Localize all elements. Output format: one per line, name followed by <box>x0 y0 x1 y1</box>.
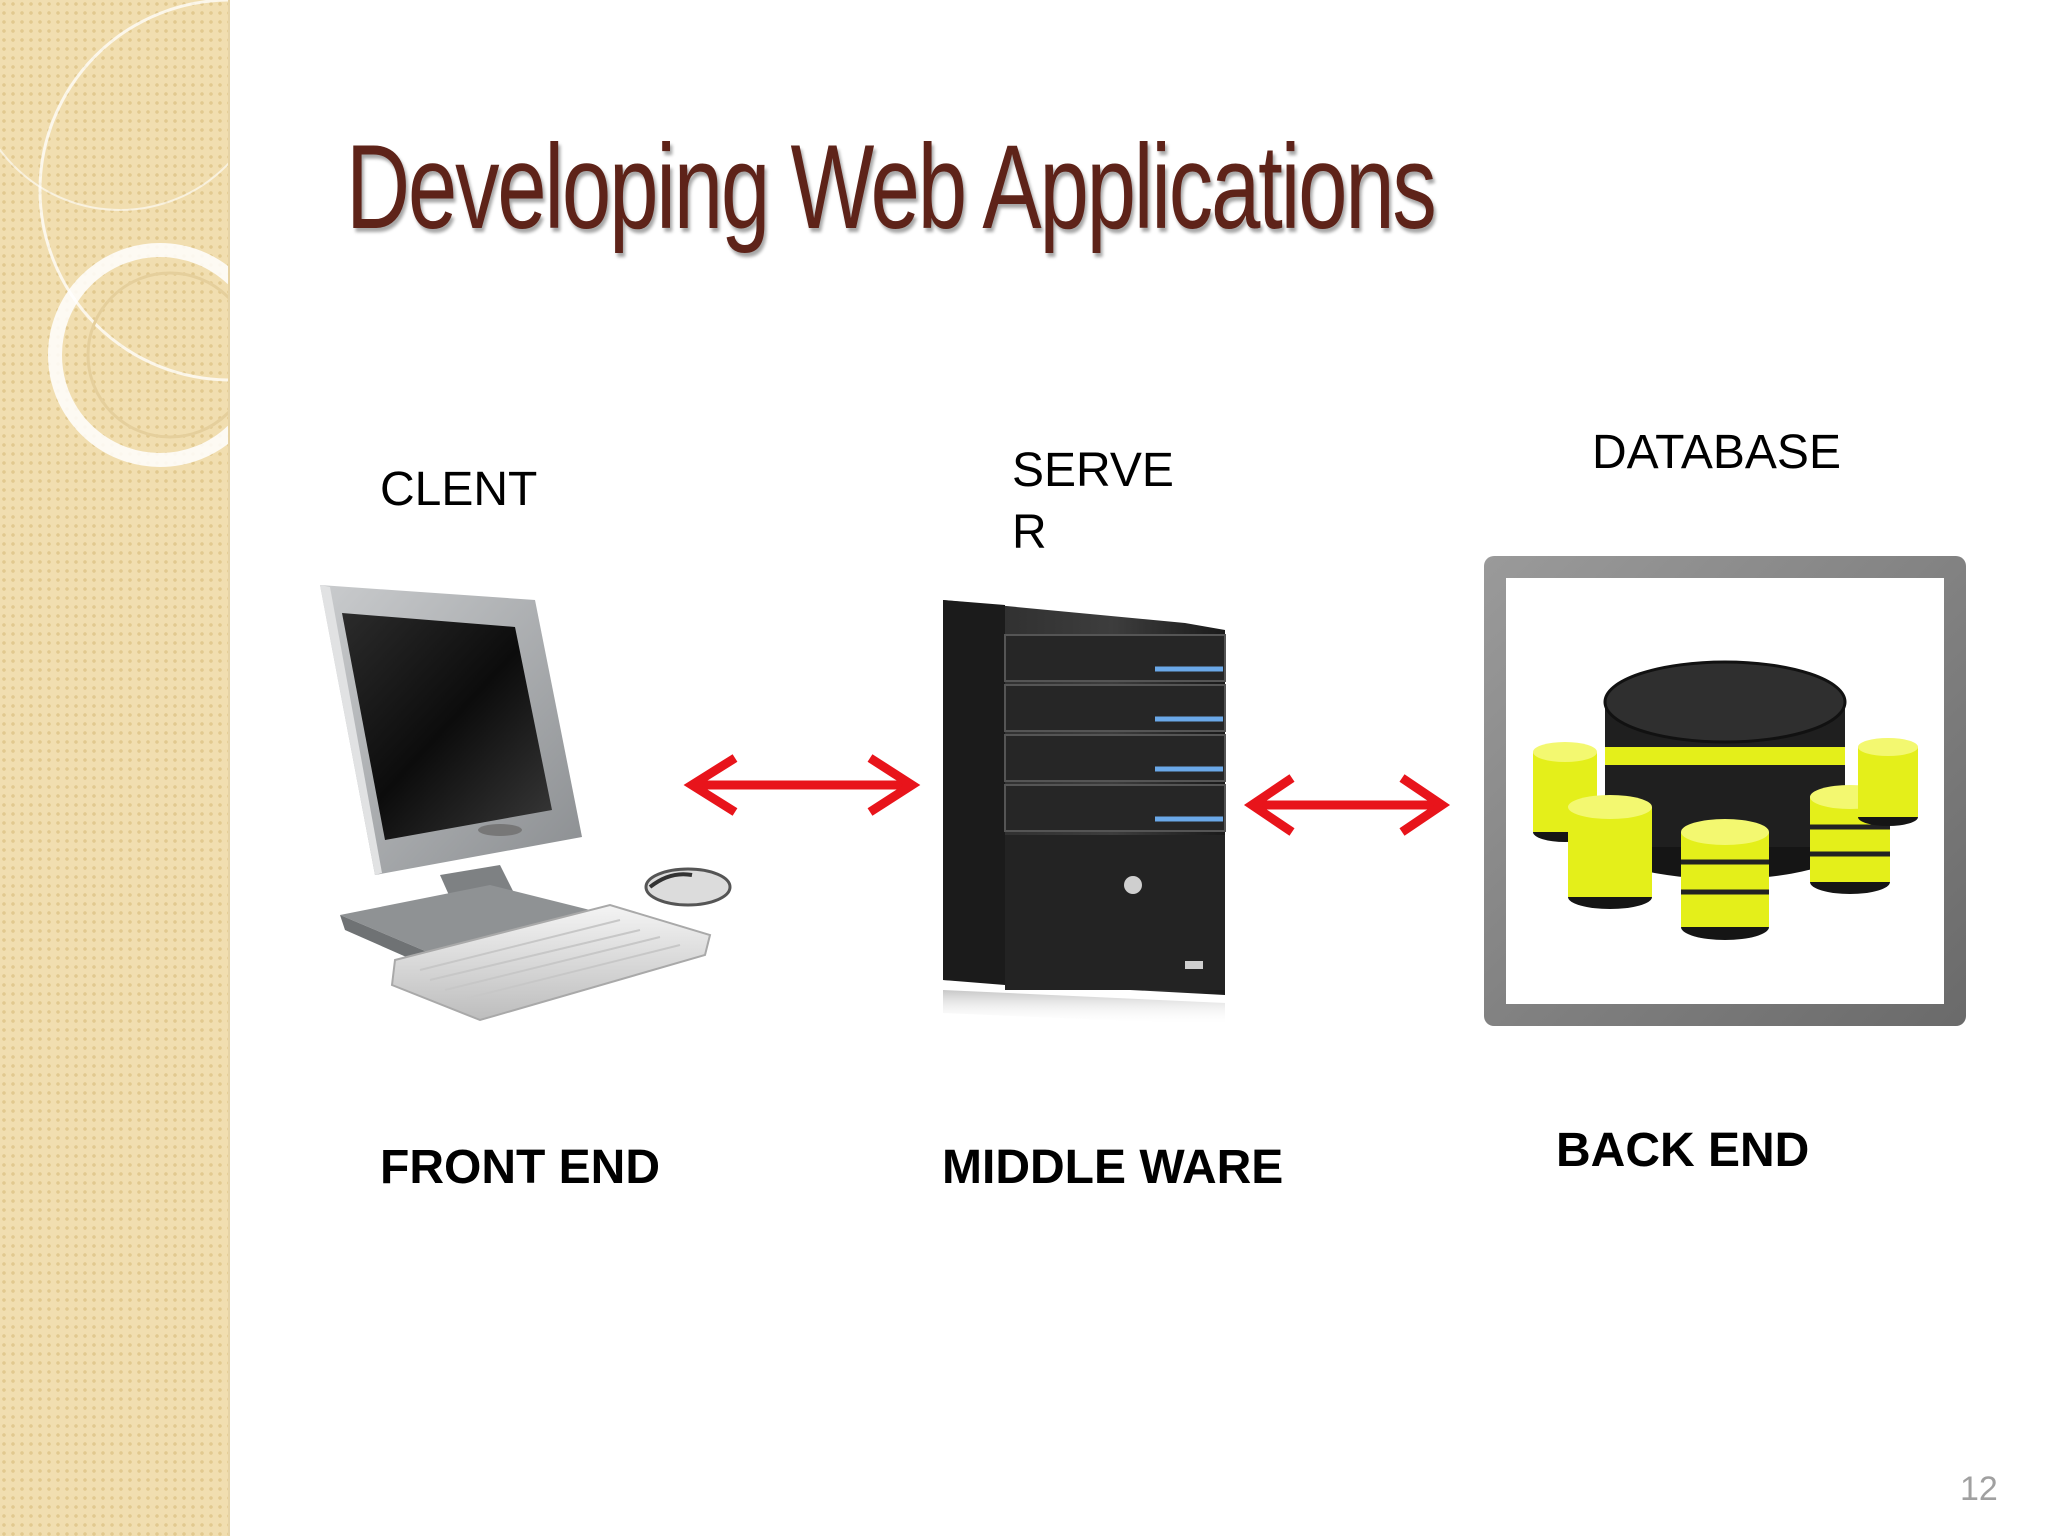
swirl-ornament-icon <box>0 0 228 467</box>
bidirectional-arrow-server-database <box>1243 774 1451 836</box>
bidirectional-arrow-client-server <box>683 754 921 816</box>
db-node-center-front <box>1681 819 1769 940</box>
decorative-sidebar <box>0 0 230 1536</box>
desktop-computer-icon <box>320 585 732 1022</box>
back-end-label: BACK END <box>1556 1124 1810 1177</box>
db-node-right-back <box>1858 738 1918 826</box>
database-label: DATABASE <box>1592 426 1841 479</box>
database-cluster-icon <box>1484 556 1966 1026</box>
db-node-left-front <box>1568 795 1652 909</box>
front-end-label: FRONT END <box>380 1141 660 1194</box>
server-label: SERVE R <box>1012 444 1174 559</box>
client-label: CLENT <box>380 463 538 516</box>
server-tower-icon <box>943 600 1226 1025</box>
middle-ware-label: MIDDLE WARE <box>942 1141 1284 1194</box>
slide-title: Developing Web Applications <box>346 120 1437 254</box>
page-number: 12 <box>1960 1470 1998 1508</box>
